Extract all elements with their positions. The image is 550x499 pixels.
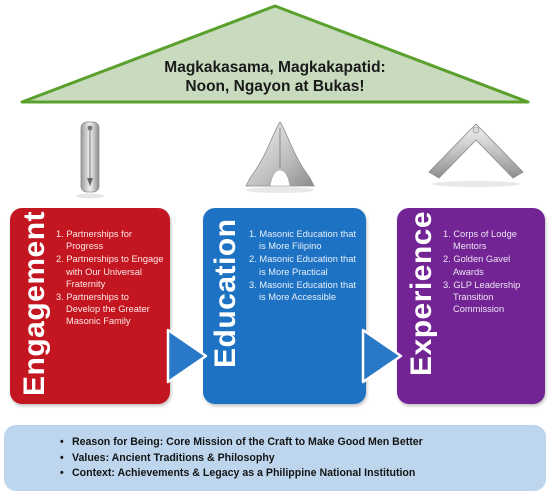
list-item: 2. Golden Gavel Awards (443, 254, 511, 277)
list-item: 1. Masonic Education that is More Filipi… (249, 229, 356, 252)
list-item: 1. Corps of Lodge Mentors (443, 229, 517, 252)
pillar-education-title: Education (209, 218, 242, 368)
foundation-box: • Reason for Being: Core Mission of the C… (4, 425, 546, 491)
roof-title-line-1: Magkakasama, Magkakapatid: (164, 59, 386, 76)
pillar-experience-title: Experience (405, 210, 438, 376)
pillar-education: Education 1. Masonic Education that is M… (203, 208, 366, 404)
bullet-icon: • (60, 451, 64, 464)
foundation-item-text: Values: Ancient Traditions & Philosophy (72, 451, 275, 464)
education-list: 1. Masonic Education that is More Filipi… (249, 228, 361, 304)
arrow-right-icon (361, 328, 403, 384)
list-item: • Context: Achievements & Legacy as a Phi… (60, 466, 423, 482)
list-item: 3. Masonic Education that is More Access… (249, 279, 356, 303)
foundation-list: • Reason for Being: Core Mission of the C… (60, 435, 423, 482)
bullet-icon: • (60, 436, 64, 448)
pillar-engagement-title: Engagement (18, 210, 51, 396)
list-item: 3. Partnerships to Develop the Greater M… (56, 292, 150, 327)
list-item: 2. Masonic Education that is More Practi… (249, 254, 356, 277)
experience-list: 1. Corps of Lodge Mentors 2. Golden Gave… (443, 228, 541, 316)
arrow-right-icon (166, 328, 208, 384)
pillar-experience: Experience 1. Corps of Lodge Mentors 2. … (397, 208, 545, 404)
roof-triangle (20, 4, 530, 104)
engagement-list: 1. Partnerships for Progress 2. Partners… (56, 228, 164, 329)
bullet-icon: • (60, 467, 64, 479)
list-item: 3. GLP Leadership Transition Commission (443, 279, 521, 315)
list-item: 1. Partnerships for Progress (56, 229, 132, 252)
plumb-icon (76, 121, 104, 199)
list-item: 2. Partnerships to Engage with Our Unive… (56, 254, 164, 289)
level-icon (245, 121, 315, 193)
roof-title: Magkakasama, Magkakapatid: Noon, Ngayon … (120, 58, 430, 96)
list-item: • Values: Ancient Traditions & Philosophy (60, 451, 423, 467)
foundation-item-text: Reason for Being: Core Mission of the Cr… (72, 436, 423, 448)
roof-title-line-2: Noon, Ngayon at Bukas! (185, 78, 365, 95)
square-icon (428, 123, 524, 187)
pillar-engagement: Engagement 1. Partnerships for Progress … (10, 208, 170, 404)
foundation-item-text: Context: Achievements & Legacy as a Phil… (72, 467, 416, 479)
list-item: • Reason for Being: Core Mission of the C… (60, 435, 423, 451)
